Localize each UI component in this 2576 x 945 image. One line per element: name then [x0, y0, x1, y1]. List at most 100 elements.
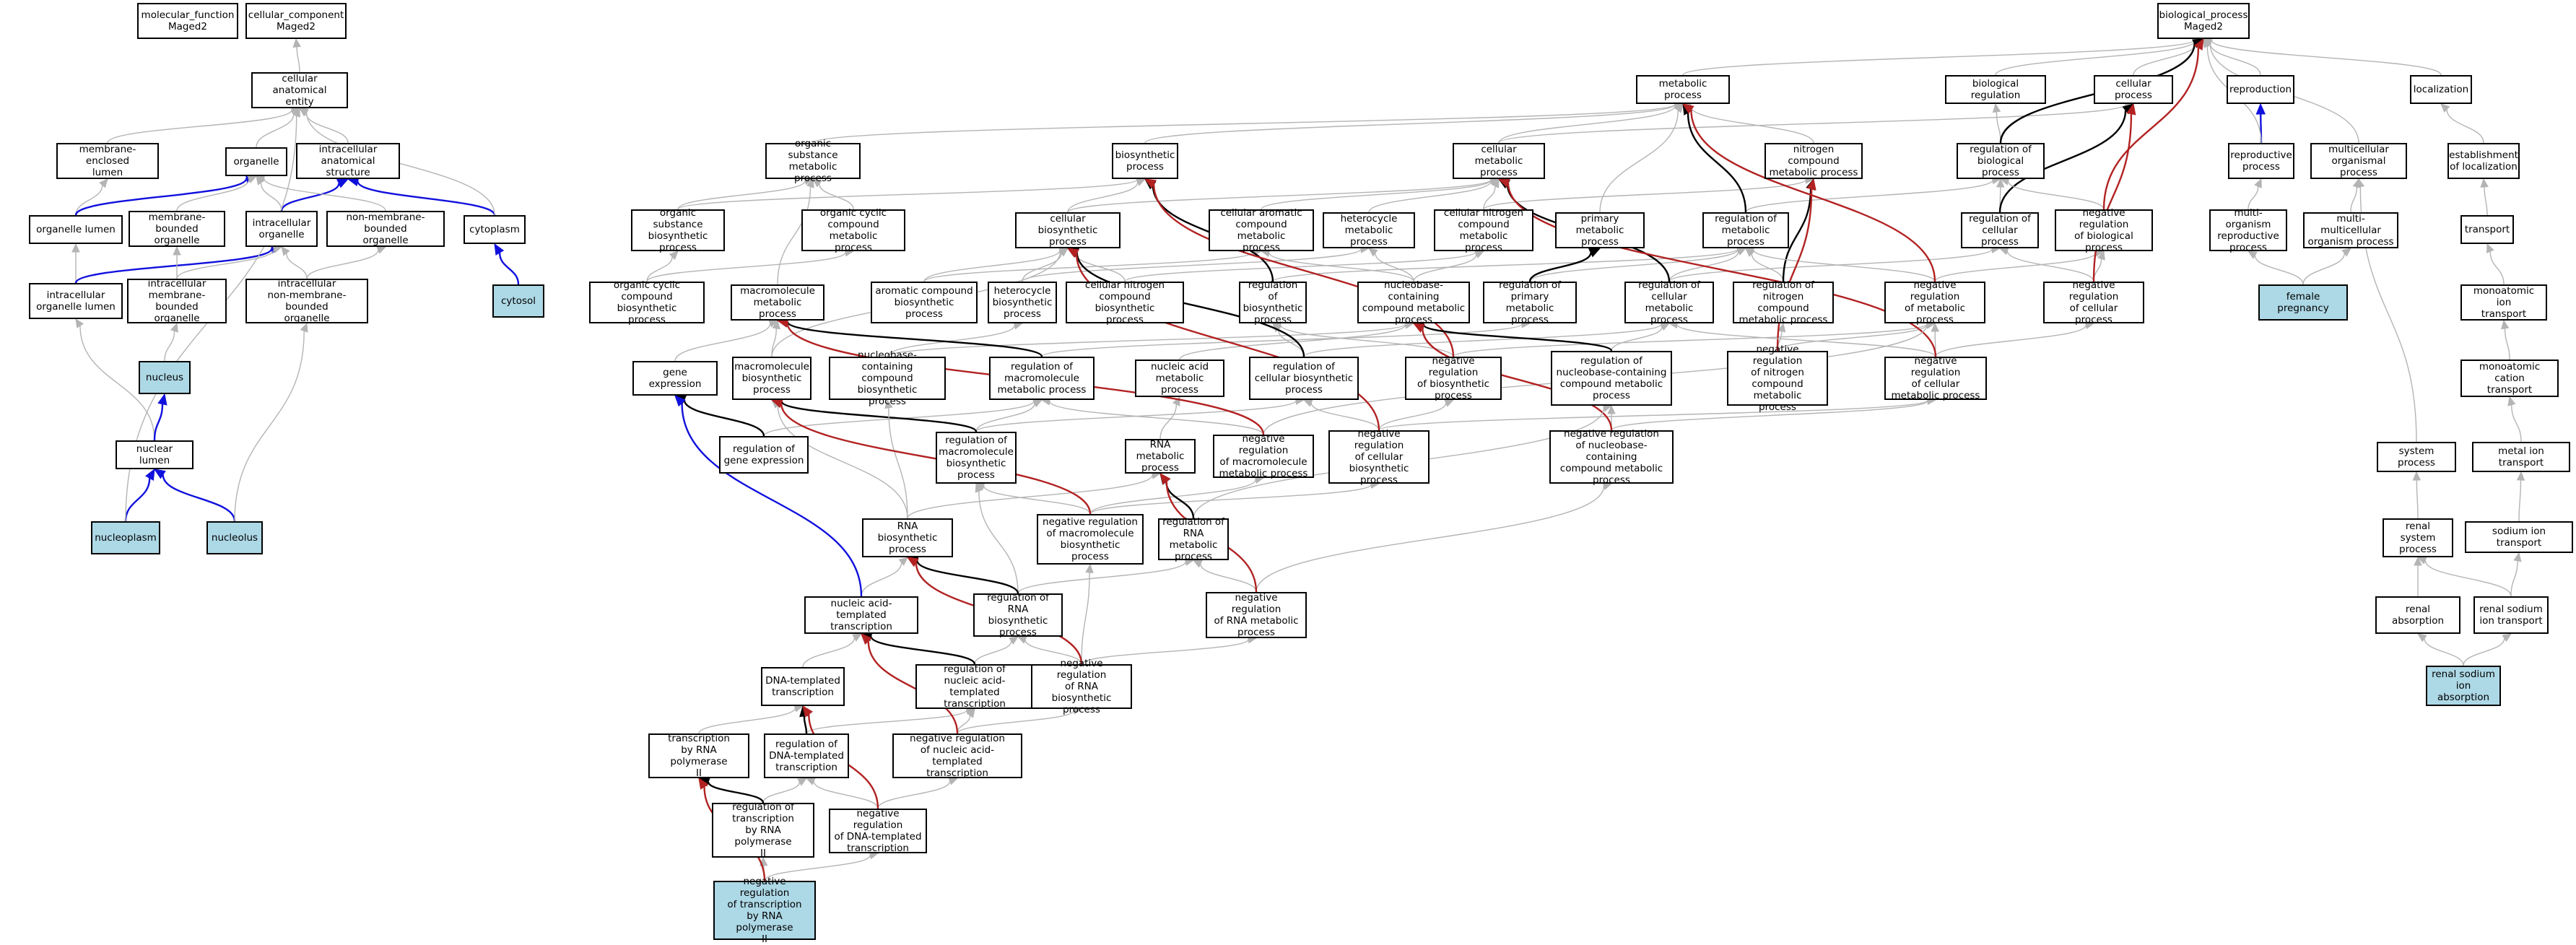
node-cellular-nitrogen-compound-biosynthetic-process[interactable]: cellular nitrogen compound biosynthetic …: [1066, 279, 1184, 326]
node-regulation-of-metabolic-process[interactable]: regulation of metabolic process: [1702, 212, 1789, 248]
node-nitrogen-compound-metabolic-process[interactable]: nitrogen compound metabolic process: [1765, 143, 1863, 179]
node-nucleoplasm[interactable]: nucleoplasm: [91, 521, 160, 554]
node-regulation-of-rna-metabolic-process[interactable]: regulation of RNA metabolic process: [1158, 516, 1229, 562]
node-negative-regulation-of-cellular-metabolic-process[interactable]: negative regulation of cellular metaboli…: [1884, 355, 1987, 401]
node-heterocycle-metabolic-process[interactable]: heterocycle metabolic process: [1323, 212, 1415, 248]
node-negative-regulation-of-macromolecule-biosynthetic-process[interactable]: negative regulation of macromolecule bio…: [1037, 514, 1144, 565]
node-organic-substance-metabolic-process[interactable]: organic substance metabolic process: [765, 138, 861, 184]
node-nucleus[interactable]: nucleus: [139, 361, 191, 394]
node-negative-regulation-of-transcription-by-rna-polymerase-ii[interactable]: negative regulation of transcription by …: [713, 876, 816, 945]
node-nuclear-lumen[interactable]: nuclear lumen: [116, 440, 193, 469]
node-negative-regulation-of-cellular-biosynthetic-process[interactable]: negative regulation of cellular biosynth…: [1328, 428, 1430, 486]
node-system-process[interactable]: system process: [2377, 442, 2456, 472]
node-biological-process[interactable]: biological_process Maged2: [2157, 3, 2250, 39]
node-cellular-anatomical-entity[interactable]: cellular anatomical entity: [251, 72, 348, 108]
node-metal-ion-transport[interactable]: metal ion transport: [2472, 442, 2570, 472]
node-nucleobase-containing-compound-biosynthetic-process[interactable]: nucleobase-containing compound biosynthe…: [829, 349, 946, 407]
node-transport[interactable]: transport: [2460, 215, 2514, 244]
node-organic-substance-biosynthetic-process[interactable]: organic substance biosynthetic process: [631, 207, 725, 253]
node-renal-sodium-ion-transport[interactable]: renal sodium ion transport: [2473, 596, 2549, 634]
node-intracellular-non-membrane-bounded-organelle[interactable]: intracellular non-membrane-bounded organ…: [245, 278, 368, 324]
node-negative-regulation-of-macromolecule-metabolic-process[interactable]: negative regulation of macromolecule met…: [1213, 433, 1314, 479]
node-multi-multicellular-organism-process[interactable]: multi-multicellular organism process: [2303, 212, 2398, 248]
node-organelle[interactable]: organelle: [225, 147, 287, 176]
node-negative-regulation-of-rna-metabolic-process[interactable]: negative regulation of RNA metabolic pro…: [1206, 592, 1307, 638]
node-nucleic-acid-metabolic-process[interactable]: nucleic acid metabolic process: [1135, 360, 1224, 397]
node-regulation-of-nucleic-acid-templated-transcription[interactable]: regulation of nucleic acid-templated tra…: [915, 663, 1034, 710]
node-cellular-metabolic-process[interactable]: cellular metabolic process: [1453, 143, 1545, 179]
edge-is-a: [2248, 186, 2259, 210]
node-cellular-process[interactable]: cellular process: [2094, 75, 2173, 104]
node-intracellular-anatomical-structure[interactable]: intracellular anatomical structure: [296, 143, 400, 179]
node-negative-regulation-of-nucleic-acid-templated-transcription[interactable]: negative regulation of nucleic acid-temp…: [892, 733, 1022, 779]
node-multi-organism-reproductive-process[interactable]: multi-organism reproductive process: [2209, 207, 2287, 253]
node-negative-regulation-of-biosynthetic-process[interactable]: negative regulation of biosynthetic proc…: [1405, 355, 1502, 401]
node-cellular-component[interactable]: cellular_component Maged2: [245, 3, 347, 39]
node-metabolic-process[interactable]: metabolic process: [1636, 75, 1730, 104]
node-rna-metabolic-process[interactable]: RNA metabolic process: [1125, 439, 1196, 474]
node-sodium-ion-transport[interactable]: sodium ion transport: [2465, 521, 2573, 553]
node-cellular-nitrogen-compound-metabolic-process[interactable]: cellular nitrogen compound metabolic pro…: [1434, 207, 1533, 253]
node-regulation-of-nucleobase-containing-compound-metabolic-process[interactable]: regulation of nucleobase-containing comp…: [1551, 351, 1672, 406]
node-intracellular-membrane-bounded-organelle[interactable]: intracellular membrane-bounded organelle: [127, 278, 227, 324]
node-aromatic-compound-biosynthetic-process[interactable]: aromatic compound biosynthetic process: [871, 282, 978, 323]
node-regulation-of-nitrogen-compound-metabolic-process[interactable]: regulation of nitrogen compound metaboli…: [1733, 279, 1834, 326]
node-macromolecule-biosynthetic-process[interactable]: macromolecule biosynthetic process: [732, 357, 811, 400]
node-negative-regulation-of-cellular-process[interactable]: negative regulation of cellular process: [2043, 279, 2144, 326]
node-macromolecule-metabolic-process[interactable]: macromolecule metabolic process: [731, 284, 824, 321]
node-non-membrane-bounded-organelle[interactable]: non-membrane-bounded organelle: [326, 211, 445, 247]
node-cellular-aromatic-compound-metabolic-process[interactable]: cellular aromatic compound metabolic pro…: [1209, 207, 1314, 253]
node-membrane-bounded-organelle[interactable]: membrane-bounded organelle: [129, 211, 225, 247]
node-regulation-of-cellular-metabolic-process[interactable]: regulation of cellular metabolic process: [1624, 279, 1714, 326]
node-heterocycle-biosynthetic-process[interactable]: heterocycle biosynthetic process: [988, 282, 1057, 323]
node-primary-metabolic-process[interactable]: primary metabolic process: [1555, 212, 1645, 248]
node-reproduction[interactable]: reproduction: [2227, 75, 2294, 104]
node-cytoplasm[interactable]: cytoplasm: [464, 215, 526, 244]
node-biological-regulation[interactable]: biological regulation: [1945, 75, 2046, 104]
node-transcription-by-rna-polymerase-ii[interactable]: transcription by RNA polymerase II: [648, 733, 749, 779]
node-nucleobase-containing-compound-metabolic-process[interactable]: nucleobase-containing compound metabolic…: [1357, 279, 1470, 326]
node-negative-regulation-of-metabolic-process[interactable]: negative regulation of metabolic process: [1884, 279, 1985, 326]
node-regulation-of-transcription-by-rna-polymerase-ii[interactable]: regulation of transcription by RNA polym…: [712, 801, 814, 859]
node-biosynthetic-process[interactable]: biosynthetic process: [1112, 143, 1178, 179]
node-negative-regulation-of-nitrogen-compound-metabolic-process[interactable]: negative regulation of nitrogen compound…: [1727, 344, 1828, 413]
node-gene-expression[interactable]: gene expression: [632, 361, 718, 396]
node-regulation-of-primary-metabolic-process[interactable]: regulation of primary metabolic process: [1483, 279, 1577, 326]
node-cellular-biosynthetic-process[interactable]: cellular biosynthetic process: [1015, 212, 1121, 248]
node-renal-absorption[interactable]: renal absorption: [2375, 596, 2460, 634]
node-dna-templated-transcription[interactable]: DNA-templated transcription: [761, 667, 845, 706]
node-regulation-of-cellular-process[interactable]: regulation of cellular process: [1961, 212, 2039, 248]
node-regulation-of-rna-biosynthetic-process[interactable]: regulation of RNA biosynthetic process: [973, 592, 1063, 638]
node-regulation-of-cellular-biosynthetic-process[interactable]: regulation of cellular biosynthetic proc…: [1249, 357, 1359, 400]
node-intracellular-organelle-lumen[interactable]: intracellular organelle lumen: [29, 283, 123, 319]
node-membrane-enclosed-lumen[interactable]: membrane-enclosed lumen: [56, 143, 159, 179]
node-negative-regulation-of-nucleobase-containing-compound-metabolic-process[interactable]: negative regulation of nucleobase-contai…: [1549, 428, 1674, 486]
node-renal-system-process[interactable]: renal system process: [2383, 518, 2453, 557]
node-rna-biosynthetic-process[interactable]: RNA biosynthetic process: [862, 518, 953, 557]
node-regulation-of-dna-templated-transcription[interactable]: regulation of DNA-templated transcriptio…: [764, 733, 849, 778]
node-intracellular-organelle[interactable]: intracellular organelle: [245, 211, 318, 247]
node-nucleic-acid-templated-transcription[interactable]: nucleic acid-templated transcription: [804, 596, 918, 634]
node-monoatomic-cation-transport[interactable]: monoatomic cation transport: [2460, 360, 2559, 397]
node-regulation-of-gene-expression[interactable]: regulation of gene expression: [719, 436, 809, 474]
node-negative-regulation-of-rna-biosynthetic-process[interactable]: negative regulation of RNA biosynthetic …: [1031, 658, 1132, 715]
node-organelle-lumen[interactable]: organelle lumen: [29, 215, 123, 244]
node-reproductive-process[interactable]: reproductive process: [2228, 143, 2294, 179]
node-localization[interactable]: localization: [2410, 75, 2472, 104]
node-regulation-of-biosynthetic-process[interactable]: regulation of biosynthetic process: [1239, 279, 1307, 326]
node-organic-cyclic-compound-biosynthetic-process[interactable]: organic cyclic compound biosynthetic pro…: [589, 279, 705, 326]
node-nucleolus[interactable]: nucleolus: [206, 521, 263, 554]
node-regulation-of-macromolecule-biosynthetic-process[interactable]: regulation of macromolecule biosynthetic…: [936, 432, 1017, 484]
node-multicellular-organismal-process[interactable]: multicellular organismal process: [2310, 143, 2407, 179]
node-negative-regulation-of-dna-templated-transcription[interactable]: negative regulation of DNA-templated tra…: [829, 808, 927, 854]
node-organic-cyclic-compound-metabolic-process[interactable]: organic cyclic compound metabolic proces…: [801, 207, 905, 253]
node-cytosol[interactable]: cytosol: [492, 284, 544, 318]
node-renal-sodium-ion-absorption[interactable]: renal sodium ion absorption: [2426, 666, 2501, 706]
node-monoatomic-ion-transport[interactable]: monoatomic ion transport: [2460, 284, 2547, 321]
node-regulation-of-macromolecule-metabolic-process[interactable]: regulation of macromolecule metabolic pr…: [989, 357, 1095, 400]
node-molecular-function[interactable]: molecular_function Maged2: [137, 3, 238, 39]
node-regulation-of-biological-process[interactable]: regulation of biological process: [1957, 143, 2045, 179]
node-establishment-of-localization[interactable]: establishment of localization: [2447, 143, 2520, 179]
node-female-pregnancy[interactable]: female pregnancy: [2258, 284, 2348, 321]
node-negative-regulation-of-biological-process[interactable]: negative regulation of biological proces…: [2055, 207, 2153, 253]
